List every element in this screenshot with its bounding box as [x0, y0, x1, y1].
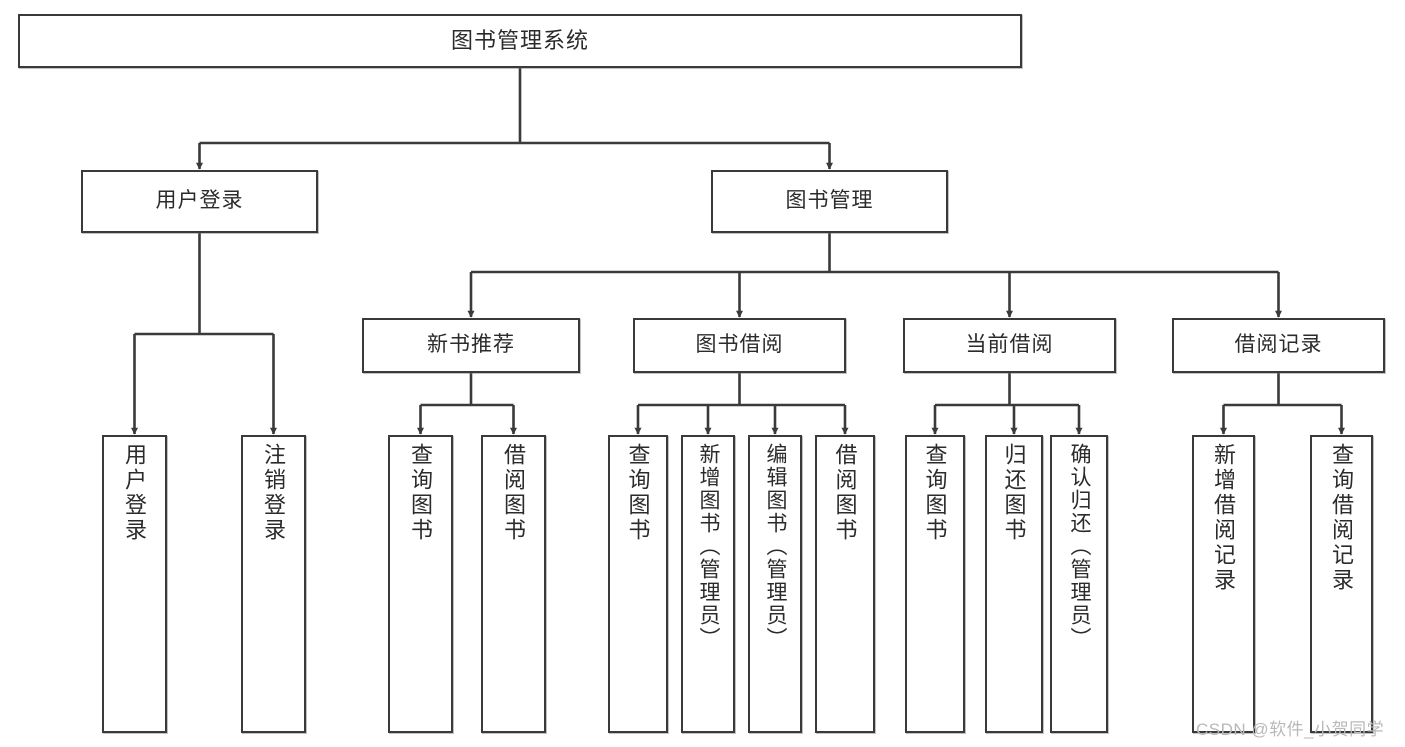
- node-label: 确认归还（管理员）: [1068, 443, 1092, 650]
- node-label: 用户登录: [155, 189, 244, 213]
- node-records[interactable]: 借阅记录: [1172, 318, 1385, 373]
- node-leaf-addbook[interactable]: 新增图书（管理员）: [681, 435, 735, 733]
- node-label: 新增借阅记录: [1211, 443, 1237, 593]
- node-label: 查询图书: [922, 443, 948, 543]
- node-leaf-qbook2[interactable]: 查询图书: [608, 435, 668, 733]
- node-label: 编辑图书（管理员）: [764, 443, 788, 650]
- node-label: 归还图书: [1001, 443, 1027, 543]
- node-login[interactable]: 用户登录: [81, 170, 318, 233]
- node-leaf-bbook1[interactable]: 借阅图书: [481, 435, 546, 733]
- node-current[interactable]: 当前借阅: [903, 318, 1116, 373]
- node-newrec[interactable]: 新书推荐: [362, 318, 580, 373]
- node-label: 当前借阅: [965, 333, 1054, 357]
- node-label: 图书管理系统: [450, 28, 589, 54]
- node-label: 图书管理: [785, 189, 874, 213]
- node-bookmgmt[interactable]: 图书管理: [711, 170, 948, 233]
- node-label: 新增图书（管理员）: [697, 443, 721, 650]
- node-leaf-qrec[interactable]: 查询借阅记录: [1310, 435, 1373, 733]
- node-leaf-retbook[interactable]: 归还图书: [985, 435, 1043, 733]
- node-label: 查询图书: [408, 443, 434, 543]
- node-leaf-qbook1[interactable]: 查询图书: [388, 435, 453, 733]
- node-leaf-qbook3[interactable]: 查询图书: [905, 435, 965, 733]
- node-leaf-logout[interactable]: 注销登录: [241, 435, 306, 733]
- node-label: 新书推荐: [427, 333, 515, 357]
- node-label: 用户登录: [122, 443, 148, 543]
- node-label: 借阅图书: [832, 443, 858, 543]
- node-leaf-confirm[interactable]: 确认归还（管理员）: [1050, 435, 1108, 733]
- node-borrow[interactable]: 图书借阅: [633, 318, 846, 373]
- node-leaf-addrec[interactable]: 新增借阅记录: [1192, 435, 1255, 733]
- node-label: 查询图书: [625, 443, 651, 543]
- node-root[interactable]: 图书管理系统: [18, 14, 1022, 68]
- node-label: 注销登录: [261, 443, 287, 543]
- node-leaf-editbook[interactable]: 编辑图书（管理员）: [748, 435, 802, 733]
- node-label: 借阅图书: [501, 443, 527, 543]
- node-label: 图书借阅: [695, 333, 784, 357]
- node-leaf-login[interactable]: 用户登录: [102, 435, 167, 733]
- csdn-watermark: CSDN @软件_小贺同学: [1196, 720, 1385, 739]
- node-leaf-bbook2[interactable]: 借阅图书: [815, 435, 875, 733]
- node-label: 借阅记录: [1234, 333, 1323, 357]
- node-label: 查询借阅记录: [1329, 443, 1355, 593]
